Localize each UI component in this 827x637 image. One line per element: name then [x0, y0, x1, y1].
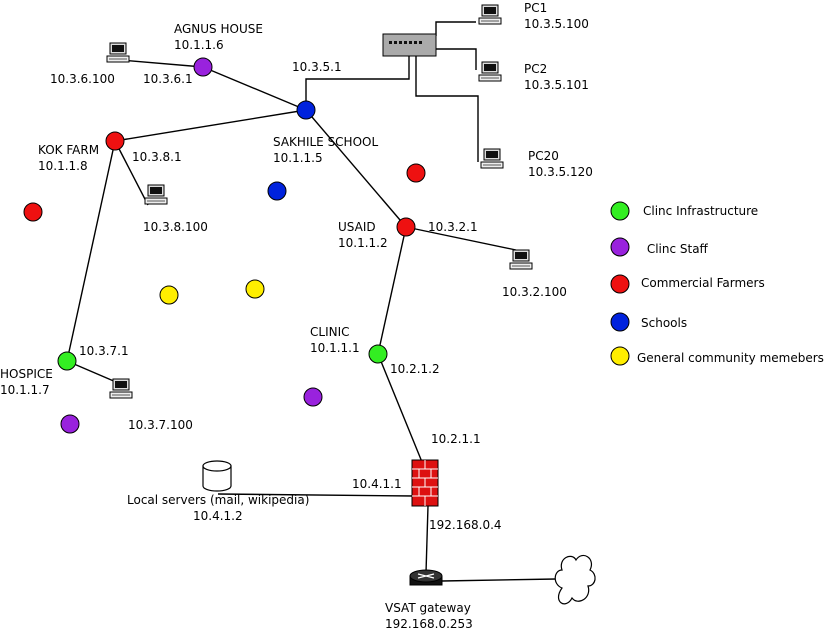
links [66, 21, 557, 582]
agnus-pc-ip: 10.3.6.100 [50, 72, 115, 86]
pc1-ip: 10.3.5.100 [524, 17, 589, 31]
hospice-ip: 10.1.1.7 [0, 383, 50, 397]
link-clinic-firewall [377, 353, 423, 463]
agnus-house-node [193, 57, 213, 77]
gateway-label: VSAT gateway [385, 601, 471, 615]
staff-node-1 [303, 387, 323, 407]
kok-farm-ip: 10.1.1.8 [38, 159, 88, 173]
sakhile-school-ip: 10.1.1.5 [273, 151, 323, 165]
link-agnus-pc [119, 59, 204, 68]
pc20-ip: 10.3.5.120 [528, 165, 593, 179]
pc2-name: PC2 [524, 62, 547, 76]
gateway-ip: 192.168.0.253 [385, 617, 473, 631]
pc20-icon [480, 148, 504, 169]
servers-label: Local servers (mail, wikipedia) [127, 493, 309, 507]
link-usaid-clinic [377, 226, 407, 355]
kok-link-ip: 10.3.8.1 [132, 150, 182, 164]
legend-community-swatch [610, 346, 630, 366]
usaid-ip: 10.1.1.2 [338, 236, 388, 250]
firewall-ip-top: 10.2.1.1 [431, 432, 481, 446]
usaid-pc-icon [509, 249, 533, 270]
legend-infrastructure-swatch [610, 201, 630, 221]
link-sakhile-usaid [305, 109, 407, 228]
hospice-pc-icon [109, 378, 133, 399]
kok-farm-name: KOK FARM [38, 143, 99, 157]
link-kok-sakhile [114, 109, 307, 142]
pc1-name: PC1 [524, 1, 547, 15]
community-node-1 [159, 285, 179, 305]
link-switch-pc1 [435, 21, 476, 36]
link-agnus-sakhile [202, 66, 307, 111]
clinic-link-ip: 10.2.1.2 [390, 362, 440, 376]
link-gateway-cloud [441, 578, 557, 582]
database-icon [202, 460, 232, 492]
link-switch-pc2 [430, 48, 477, 70]
kok-farm-node [105, 131, 125, 151]
legend-schools-swatch [610, 312, 630, 332]
pc1-icon [478, 4, 502, 25]
farmer-node-1 [23, 202, 43, 222]
clinic-name: CLINIC [310, 325, 350, 339]
agnus-house-name: AGNUS HOUSE [174, 22, 263, 36]
agnus-house-ip: 10.1.1.6 [174, 38, 224, 52]
link-kok-hospice [66, 140, 116, 362]
legend: Clinc Infrastructure Clinc Staff Commerc… [610, 201, 824, 366]
clinic-ip: 10.1.1.1 [310, 341, 360, 355]
staff-node-2 [60, 414, 80, 434]
hospice-name: HOSPICE [0, 367, 53, 381]
sakhile-school-node [296, 100, 316, 120]
link-firewall-gateway [425, 505, 429, 574]
link-server-firewall [217, 493, 415, 497]
hospice-link-ip: 10.3.7.1 [79, 344, 129, 358]
usaid-name: USAID [338, 220, 376, 234]
link-sakhile-switch [305, 44, 410, 110]
firewall-icon [411, 459, 439, 507]
kok-pc-ip: 10.3.8.100 [143, 220, 208, 234]
usaid-link-ip: 10.3.2.1 [428, 220, 478, 234]
legend-infrastructure-label: Clinc Infrastructure [643, 204, 758, 218]
legend-farmers-label: Commercial Farmers [641, 276, 765, 290]
legend-community-label: General community memebers [637, 351, 824, 365]
usaid-pc-ip: 10.3.2.100 [502, 285, 567, 299]
legend-staff-label: Clinc Staff [643, 242, 709, 256]
router-icon [409, 569, 443, 586]
legend-schools-label: Schools [641, 316, 687, 330]
firewall-ip-left: 10.4.1.1 [352, 477, 402, 491]
legend-staff-swatch [610, 237, 630, 257]
link-switch-pc20 [415, 49, 479, 162]
sakhile-link-ip: 10.3.5.1 [292, 60, 342, 74]
cloud-icon [554, 555, 596, 605]
community-node-2 [245, 279, 265, 299]
legend-farmers-swatch [610, 274, 630, 294]
sakhile-school-name: SAKHILE SCHOOL [273, 135, 378, 149]
hospice-pc-ip: 10.3.7.100 [128, 418, 193, 432]
agnus-pc-icon [106, 42, 130, 63]
switch-icon [382, 33, 437, 57]
pc2-ip: 10.3.5.101 [524, 78, 589, 92]
link-usaid-pc [405, 226, 517, 251]
clinic-node [368, 344, 388, 364]
school-node-2 [267, 181, 287, 201]
link-kok-pc [114, 140, 149, 206]
farmer-node-2 [406, 163, 426, 183]
pc20-name: PC20 [528, 149, 559, 163]
kok-pc-icon [144, 184, 168, 205]
hospice-node [57, 351, 77, 371]
pc2-icon [478, 61, 502, 82]
usaid-node [396, 217, 416, 237]
servers-ip: 10.4.1.2 [193, 509, 243, 523]
firewall-ip-bottom: 192.168.0.4 [429, 518, 502, 532]
agnus-link-ip: 10.3.6.1 [143, 72, 193, 86]
